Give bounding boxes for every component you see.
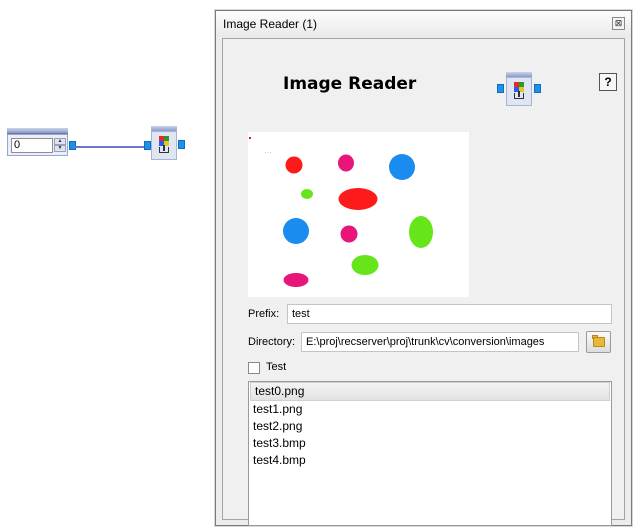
spin-up-button[interactable]: ▲: [54, 138, 66, 145]
folder-icon: [593, 337, 605, 347]
list-item[interactable]: test4.bmp: [253, 453, 306, 467]
image-reader-node-icon: [158, 136, 170, 154]
preview-shape: [389, 154, 415, 180]
spinbox-frame: 0 ▲ ▼: [7, 134, 68, 156]
preview-shape: [283, 218, 309, 244]
preview-shape: [283, 273, 309, 287]
test-checkbox-label: Test: [266, 361, 287, 373]
list-item[interactable]: test2.png: [253, 419, 303, 433]
help-icon[interactable]: ?: [599, 73, 617, 91]
output-port[interactable]: [69, 141, 76, 150]
prefix-label: Prefix:: [248, 308, 280, 320]
preview-shape: [351, 255, 379, 275]
image-reader-dialog: Image Reader (1) ⊠ Image Reader: [215, 10, 632, 526]
window-title: Image Reader (1): [223, 17, 318, 31]
node-header: [151, 126, 177, 131]
list-item[interactable]: test3.bmp: [253, 436, 306, 450]
image-reader-node-icon: [513, 82, 525, 100]
preview-shape: [409, 216, 433, 248]
connection-wire[interactable]: [75, 146, 145, 148]
preview-shape: [285, 156, 303, 174]
header-input-port: [497, 84, 504, 93]
directory-input[interactable]: E:\proj\recserver\proj\trunk\cv\conversi…: [301, 332, 579, 352]
preview-shape: [338, 154, 354, 172]
preview-tiny-text: · · ·: [265, 150, 271, 155]
spin-down-button[interactable]: ▼: [54, 145, 66, 152]
directory-label: Directory:: [248, 336, 296, 348]
title-bar[interactable]: Image Reader (1) ⊠: [216, 11, 631, 37]
preview-image: · · ·: [248, 132, 469, 297]
list-item[interactable]: test1.png: [253, 402, 303, 416]
file-list[interactable]: test0.png test1.png test2.png test3.bmp …: [248, 381, 612, 526]
node-output-port[interactable]: [178, 140, 185, 149]
test-checkbox[interactable]: [248, 362, 260, 374]
image-preview: · · ·: [248, 132, 469, 297]
spin-value-input[interactable]: 0: [11, 138, 53, 153]
dialog-content: Image Reader ?: [222, 38, 625, 526]
input-port[interactable]: [144, 141, 151, 150]
browse-folder-button[interactable]: [586, 331, 611, 353]
prefix-input[interactable]: test: [287, 304, 612, 324]
preview-shape: [340, 225, 358, 243]
list-item[interactable]: test0.png: [250, 382, 610, 401]
image-reader-node[interactable]: [151, 126, 177, 160]
close-icon[interactable]: ⊠: [612, 17, 625, 30]
header-node-icon: [497, 72, 543, 106]
preview-shape: [338, 188, 378, 210]
page-title: Image Reader: [283, 74, 417, 94]
node-body: [151, 131, 177, 160]
node-header: [7, 128, 68, 134]
header-node: [506, 72, 532, 106]
header-output-port: [534, 84, 541, 93]
spinbox-node[interactable]: 0 ▲ ▼: [7, 128, 68, 156]
preview-shape: [301, 189, 313, 199]
